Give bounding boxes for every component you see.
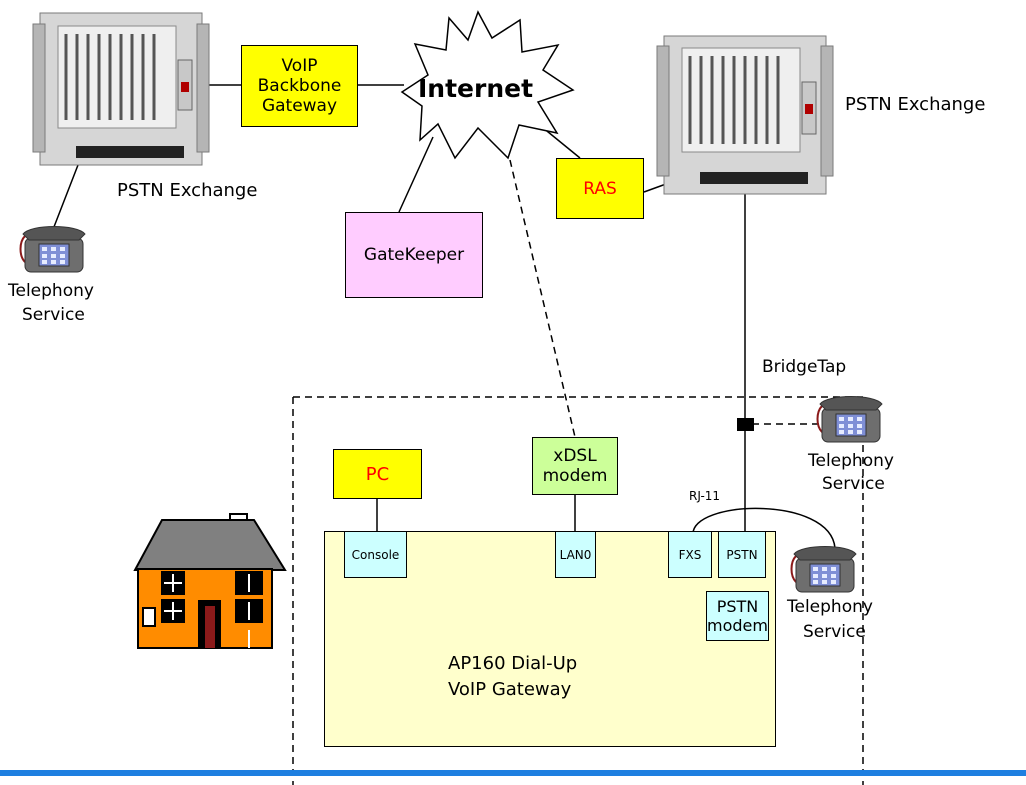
telephony-right-bottom-line-1: Telephony xyxy=(787,597,873,617)
fxs-port[interactable]: FXS xyxy=(668,531,712,578)
telephony-right-top-line-2: Service xyxy=(822,474,885,494)
gatekeeper-label: GateKeeper xyxy=(363,245,465,265)
pstn-exchange-left-label: PSTN Exchange xyxy=(117,180,258,201)
telephone-icon xyxy=(816,396,883,443)
xdsl-modem-line-2: modem xyxy=(542,466,608,486)
line-internet-to-gatekeeper xyxy=(398,136,434,213)
voip-gateway-line-1: VoIP xyxy=(281,56,318,76)
xdsl-modem-box: xDSL modem xyxy=(532,437,618,495)
ras-box: RAS xyxy=(556,158,644,219)
fxs-port-label: FXS xyxy=(678,547,702,562)
internet-label: Internet xyxy=(418,74,534,103)
bridgetap-junction xyxy=(737,418,754,431)
voip-gateway-line-2: Backbone xyxy=(257,76,342,96)
ap160-gateway-line-2: VoIP Gateway xyxy=(448,679,572,700)
ras-label: RAS xyxy=(583,178,617,199)
line-fxs-to-phone xyxy=(692,507,836,549)
pstn-exchange-rack-right xyxy=(656,35,834,195)
ap160-gateway-line-1: AP160 Dial-Up xyxy=(448,653,578,674)
pstn-port-label: PSTN xyxy=(726,547,758,562)
slide-bottom-bar xyxy=(0,770,1026,776)
telephony-left-line-1: Telephony xyxy=(8,281,94,301)
telephony-right-top-line-1: Telephony xyxy=(808,451,894,471)
lan0-port-label: LAN0 xyxy=(559,547,592,562)
xdsl-modem-line-1: xDSL xyxy=(553,446,597,466)
gatekeeper-box: GateKeeper xyxy=(345,212,483,298)
pc-box: PC xyxy=(333,449,422,499)
pc-label: PC xyxy=(365,463,390,485)
line-internet-to-ras xyxy=(541,126,581,159)
pstn-modem-box: PSTN modem xyxy=(706,591,769,641)
connections xyxy=(51,84,836,549)
voip-gateway-line-3: Gateway xyxy=(261,96,338,116)
line-exchange-to-phone xyxy=(51,164,79,233)
premises-boundary xyxy=(292,396,864,785)
rj11-label: RJ-11 xyxy=(689,489,721,503)
internet-cloud xyxy=(400,10,575,160)
console-port-label: Console xyxy=(351,547,400,562)
telephone-icon xyxy=(19,226,86,273)
telephone-icon xyxy=(790,546,857,593)
pstn-modem-line-2: modem xyxy=(707,616,768,635)
console-port[interactable]: Console xyxy=(344,531,407,578)
lan0-port[interactable]: LAN0 xyxy=(555,531,596,578)
bridgetap-label: BridgeTap xyxy=(762,357,847,377)
pstn-modem-line-1: PSTN xyxy=(716,597,759,616)
telephony-right-bottom-line-2: Service xyxy=(803,622,866,642)
pstn-exchange-rack-left xyxy=(32,12,210,166)
telephony-left-line-2: Service xyxy=(22,305,85,325)
pstn-exchange-right-label: PSTN Exchange xyxy=(845,94,986,115)
pstn-port[interactable]: PSTN xyxy=(718,531,766,578)
voip-backbone-gateway-box: VoIP Backbone Gateway xyxy=(241,45,358,127)
house-icon xyxy=(133,513,287,649)
